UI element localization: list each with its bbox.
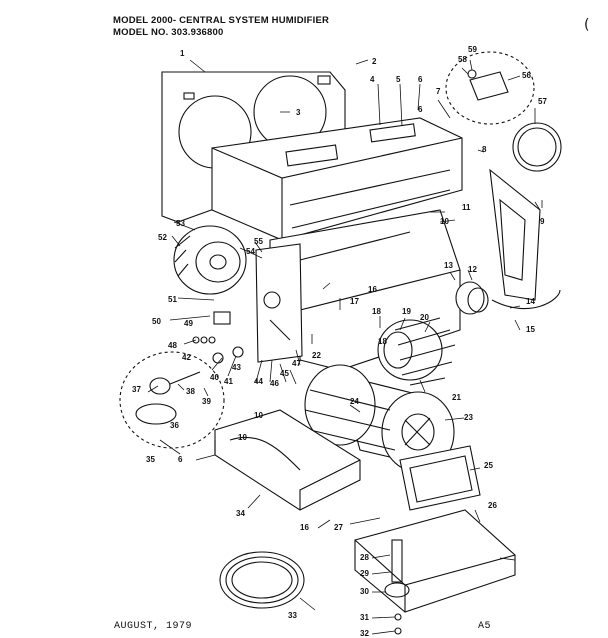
part-label: 36 bbox=[170, 421, 179, 430]
part-label: 1 bbox=[180, 49, 185, 58]
part-label: 13 bbox=[444, 261, 453, 270]
part-label: 33 bbox=[288, 611, 297, 620]
part-label: 27 bbox=[334, 523, 343, 532]
blower-wheel-small bbox=[173, 225, 247, 295]
part-label: 20 bbox=[420, 313, 429, 322]
part-label: 8 bbox=[482, 145, 487, 154]
part-label: 44 bbox=[254, 377, 263, 386]
part-label: 41 bbox=[224, 377, 233, 386]
part-label: 16 bbox=[368, 285, 377, 294]
part-label: 10 bbox=[254, 411, 263, 420]
page-code: A5 bbox=[478, 621, 492, 632]
part-label: 29 bbox=[360, 569, 369, 578]
part-label: 40 bbox=[210, 373, 219, 382]
part-label: 16 bbox=[300, 523, 309, 532]
part-label: 48 bbox=[168, 341, 177, 350]
part-label: 11 bbox=[462, 203, 471, 212]
part-label: 45 bbox=[280, 369, 289, 378]
part-label: 30 bbox=[360, 587, 369, 596]
drum-assembly bbox=[304, 364, 455, 473]
publication-date: AUGUST, 1979 bbox=[114, 621, 193, 632]
part-label: 57 bbox=[538, 97, 547, 106]
corner-mark: ( bbox=[584, 17, 590, 33]
model-number: MODEL NO. 303.936800 bbox=[113, 27, 224, 38]
part-label: 35 bbox=[146, 455, 155, 464]
part-label: 26 bbox=[488, 501, 497, 510]
water-reservoir bbox=[354, 509, 516, 613]
blower-fan bbox=[377, 317, 456, 386]
part-label: 47 bbox=[292, 359, 301, 368]
main-cabinet bbox=[211, 117, 463, 241]
leader-lines bbox=[147, 59, 543, 635]
control-bracket bbox=[255, 243, 303, 363]
part-label: 38 bbox=[186, 387, 195, 396]
part-label: 50 bbox=[152, 317, 161, 326]
diagram-title: MODEL 2000- CENTRAL SYSTEM HUMIDIFIER bbox=[113, 15, 330, 26]
part-label: 37 bbox=[132, 385, 141, 394]
hose-coil bbox=[512, 122, 562, 172]
part-label: 28 bbox=[360, 553, 369, 562]
part-label: 15 bbox=[526, 325, 535, 334]
part-label: 2 bbox=[372, 57, 377, 66]
part-label: 22 bbox=[312, 351, 321, 360]
part-label: 10 bbox=[238, 433, 247, 442]
power-cord bbox=[491, 289, 561, 310]
part-label: 7 bbox=[436, 87, 441, 96]
part-label: 17 bbox=[350, 297, 359, 306]
part-label: 53 bbox=[176, 219, 185, 228]
part-label: 4 bbox=[370, 75, 375, 84]
motor-small bbox=[455, 281, 489, 315]
part-label: 31 bbox=[360, 613, 369, 622]
part-label: 14 bbox=[526, 297, 535, 306]
part-label: 59 bbox=[468, 45, 477, 54]
part-label: 25 bbox=[484, 461, 493, 470]
small-parts bbox=[192, 311, 244, 364]
part-label: 23 bbox=[464, 413, 473, 422]
part-label: 51 bbox=[168, 295, 177, 304]
part-label: 58 bbox=[458, 55, 467, 64]
part-label: 6 bbox=[418, 75, 423, 84]
part-label: 42 bbox=[182, 353, 191, 362]
part-label: 54 bbox=[246, 247, 255, 256]
part-label: 52 bbox=[158, 233, 167, 242]
part-label: 5 bbox=[396, 75, 401, 84]
part-label: 21 bbox=[452, 393, 461, 402]
part-label: 18 bbox=[372, 307, 381, 316]
part-label: 18 bbox=[378, 337, 387, 346]
side-panel bbox=[489, 168, 541, 301]
part-labels: 1 2 3 4 5 6 7 8 9 10 11 12 13 14 15 16 1… bbox=[132, 45, 547, 638]
part-label: 43 bbox=[232, 363, 241, 372]
part-label: 32 bbox=[360, 629, 369, 638]
part-label: 49 bbox=[184, 319, 193, 328]
part-label: 39 bbox=[202, 397, 211, 406]
part-label: 56 bbox=[522, 71, 531, 80]
part-label: 19 bbox=[402, 307, 411, 316]
part-label: 34 bbox=[236, 509, 245, 518]
part-label: 6 bbox=[418, 105, 423, 114]
part-label: 3 bbox=[296, 108, 301, 117]
part-label: 9 bbox=[540, 217, 545, 226]
part-label: 10 bbox=[440, 217, 449, 226]
part-label: 6 bbox=[178, 455, 183, 464]
part-label: 46 bbox=[270, 379, 279, 388]
part-label: 55 bbox=[254, 237, 263, 246]
part-label: 24 bbox=[350, 397, 359, 406]
humidistat-detail bbox=[445, 51, 535, 125]
tubing-coil bbox=[219, 551, 305, 609]
part-label: 12 bbox=[468, 265, 477, 274]
filter-frame bbox=[399, 445, 481, 511]
